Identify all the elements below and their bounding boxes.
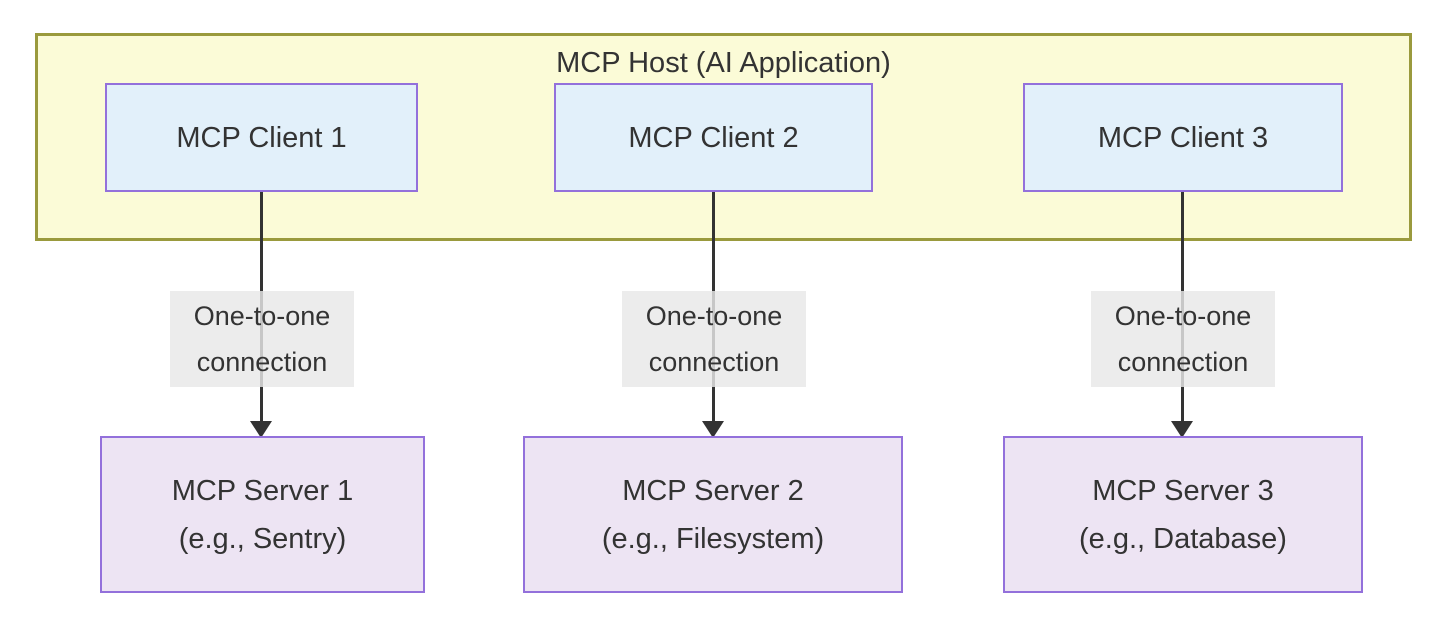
arrowhead-down-icon [702, 421, 724, 438]
node-mcp-server-3: MCP Server 3 (e.g., Database) [1003, 436, 1363, 593]
edge-label-connection-3: One-to-one connection [1091, 291, 1275, 387]
edge-label-line1: One-to-one [645, 301, 783, 331]
edge-label-connection-2: One-to-one connection [622, 291, 806, 387]
node-sublabel: (e.g., Filesystem) [601, 522, 825, 555]
node-sublabel: (e.g., Database) [1079, 522, 1287, 555]
node-label: MCP Server 2 [622, 474, 804, 507]
host-group-title: MCP Host (AI Application) [556, 47, 891, 79]
node-sublabel: (e.g., Sentry) [178, 522, 347, 555]
node-label: MCP Client 1 [176, 121, 347, 154]
edge-label-connection-1: One-to-one connection [170, 291, 354, 387]
edge-label-line1: One-to-one [193, 301, 331, 331]
node-label: MCP Server 1 [171, 474, 354, 507]
node-label: MCP Server 3 [1092, 474, 1274, 507]
arrowhead-down-icon [250, 421, 272, 438]
node-mcp-client-3: MCP Client 3 [1023, 83, 1343, 192]
edge-label-line2: connection [648, 347, 780, 377]
node-mcp-server-1: MCP Server 1 (e.g., Sentry) [100, 436, 425, 593]
node-label: MCP Client 2 [628, 121, 799, 154]
node-label: MCP Client 3 [1097, 121, 1269, 154]
node-mcp-client-2: MCP Client 2 [554, 83, 873, 192]
edge-label-line1: One-to-one [1114, 301, 1252, 331]
edge-label-line2: connection [1117, 347, 1249, 377]
edge-label-line2: connection [196, 347, 328, 377]
node-mcp-client-1: MCP Client 1 [105, 83, 418, 192]
arrowhead-down-icon [1171, 421, 1193, 438]
node-mcp-server-2: MCP Server 2 (e.g., Filesystem) [523, 436, 903, 593]
